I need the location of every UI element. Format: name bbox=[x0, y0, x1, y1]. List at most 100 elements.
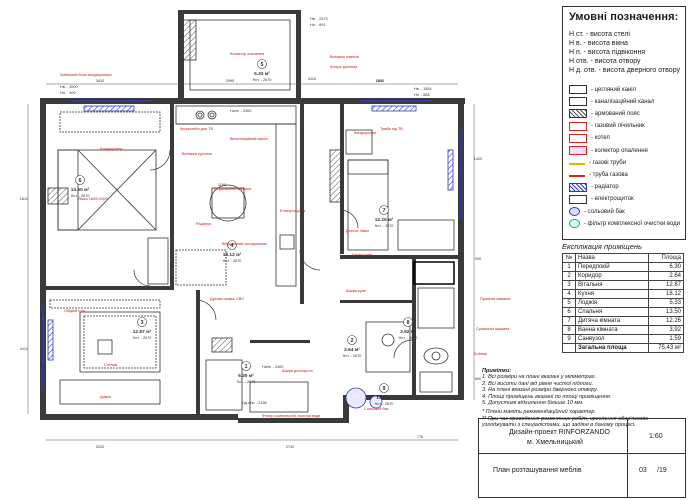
note-line: * Плани мають рекомендаційний характер. bbox=[482, 409, 596, 416]
legend-symbol-label: - котел bbox=[591, 135, 610, 142]
gas-meter-icon bbox=[569, 121, 587, 131]
room-area: 6.30 м² bbox=[238, 373, 254, 379]
room-ceiling-height: Hст. - 2670 bbox=[343, 354, 362, 358]
legend-symbol-item: - каналізаційний канал bbox=[569, 97, 655, 107]
project-city: м. Хмельницький bbox=[527, 439, 583, 446]
legend-symbol-item: - газовий лічильник bbox=[569, 121, 645, 131]
gas-pipe-icon bbox=[569, 163, 585, 166]
sheet-total: /19 bbox=[657, 467, 667, 474]
notes-title: Примітки: bbox=[482, 368, 512, 374]
room-num: 6 bbox=[562, 307, 576, 317]
room-name: Вітальня bbox=[575, 280, 649, 290]
electric-panel-icon bbox=[569, 194, 587, 204]
bedroom-furniture bbox=[57, 111, 169, 285]
height-mark: Hп. - 691 bbox=[310, 23, 326, 27]
sewer-channel-icon bbox=[569, 97, 587, 107]
scale: 1:60 bbox=[649, 433, 663, 440]
room-ceiling-height: Hст. - 2670 bbox=[253, 78, 272, 82]
annotation-callout: Вентиляційний канал bbox=[230, 137, 268, 141]
room-area: 18.12 м² bbox=[223, 252, 242, 258]
legend-symbol-item: - колектор опалення bbox=[569, 146, 648, 155]
annotation-callout: Вбудований холодильник bbox=[222, 242, 267, 246]
room-number-marker bbox=[347, 335, 357, 345]
legend-symbol-label: - газові труби bbox=[589, 159, 627, 166]
dimension-value: 3410 bbox=[96, 79, 104, 83]
annotation-callout: Стелаж bbox=[104, 363, 118, 367]
note-line: узгоджувати з спеціалістами, що задіяні … bbox=[482, 422, 636, 429]
legend-symbol-label: - колектор опалення bbox=[591, 147, 648, 154]
height-mark: Hотв. - 2400 bbox=[262, 365, 283, 369]
room-num: 9 bbox=[562, 334, 576, 344]
title-block: Дизайн-проект RINFORZANDO м. Хмельницьки… bbox=[478, 418, 686, 498]
dimension-value: 1199 bbox=[218, 183, 226, 187]
note-line: 3. На плані вказані розміри дверного отв… bbox=[482, 387, 599, 394]
note-line: 1. Всі розміри на плані вказані у міліме… bbox=[482, 374, 597, 381]
room-name: Санвузол bbox=[575, 334, 649, 344]
height-mark: Hп. - 868 bbox=[414, 93, 430, 97]
room-num: 2 bbox=[562, 271, 576, 281]
annotation-callout: Диван bbox=[100, 395, 111, 399]
dimension-value: 2740 bbox=[286, 445, 294, 449]
radiators bbox=[47, 105, 454, 361]
room-number: 1 bbox=[244, 364, 247, 370]
dimension-value: 3110 bbox=[308, 77, 316, 81]
project-name: Дизайн-проект RINFORZANDO bbox=[509, 429, 610, 436]
room-number: 6 bbox=[78, 178, 81, 184]
room-number-marker bbox=[403, 317, 413, 327]
height-mark: Hотв. - 2400 bbox=[230, 109, 251, 113]
legend-symbol-item: - електрощиток bbox=[569, 194, 634, 204]
room-number-marker bbox=[75, 175, 85, 185]
dimension-value: 2400 bbox=[376, 79, 384, 83]
boiler-icon bbox=[569, 133, 587, 143]
dimension-value: 900 bbox=[475, 257, 481, 261]
room-ceiling-height: Hст. - 2670 bbox=[375, 402, 394, 406]
room-ceiling-height: Hст. - 2670 bbox=[399, 336, 418, 340]
dimension-value: 690 bbox=[475, 377, 481, 381]
room-area: 2.64 м² bbox=[344, 347, 360, 353]
legend-symbol-label: - каналізаційний канал bbox=[591, 98, 655, 105]
annotation-callout: Шафа для взуття bbox=[282, 369, 313, 373]
room-number-marker bbox=[379, 205, 389, 215]
room-number-marker bbox=[241, 361, 251, 371]
annotation-callout: Посудомийна машина bbox=[212, 187, 252, 191]
kids-furniture bbox=[345, 129, 455, 251]
room-num: 1 bbox=[562, 262, 576, 272]
room-number: 2 bbox=[350, 338, 353, 344]
height-mark: Hв. - 2373 bbox=[310, 17, 328, 21]
explication-title: Експлікація приміщень bbox=[562, 242, 642, 251]
annotation-callout: Фільтр комплексної очистки води bbox=[262, 414, 320, 418]
annotation-callout: Пральна машина bbox=[480, 297, 511, 301]
room-number-marker bbox=[257, 59, 267, 69]
legend-symbol-label: - електрощиток bbox=[591, 196, 634, 203]
salt-tank-icon bbox=[569, 207, 580, 216]
dimension-value: 3220 bbox=[96, 445, 104, 449]
room-number-marker bbox=[379, 383, 389, 393]
legend-height-item: H отв. - висота отвору bbox=[569, 58, 641, 65]
legend-symbol-item: - сольовий бак bbox=[569, 207, 625, 216]
water-filter-icon bbox=[569, 219, 580, 229]
living-furniture bbox=[49, 299, 161, 405]
annotation-callout: Дитяче ліжко bbox=[346, 229, 369, 233]
legend-symbol-label: - фільтр комплексної очистки води bbox=[584, 220, 681, 227]
annotation-callout: Радіатор bbox=[196, 222, 212, 226]
legend-symbol-item: - труба газова bbox=[569, 170, 628, 179]
room-area: 3.92 bbox=[648, 325, 684, 335]
dimension-value: 1830 bbox=[376, 79, 384, 83]
room-name: Спальня bbox=[575, 307, 649, 317]
annotation-callout: Духова шафа, СВЧ bbox=[210, 297, 244, 301]
annotation-callout: Витяжка повітря bbox=[330, 55, 359, 59]
height-mark: Hп. - 400 bbox=[60, 91, 76, 95]
bathroom-fixtures bbox=[365, 261, 455, 393]
annotation-callout: Шафа-купе bbox=[346, 289, 366, 293]
room-ceiling-height: Hст. - 2670 bbox=[223, 259, 242, 263]
dimension-value: 776 bbox=[417, 435, 423, 439]
